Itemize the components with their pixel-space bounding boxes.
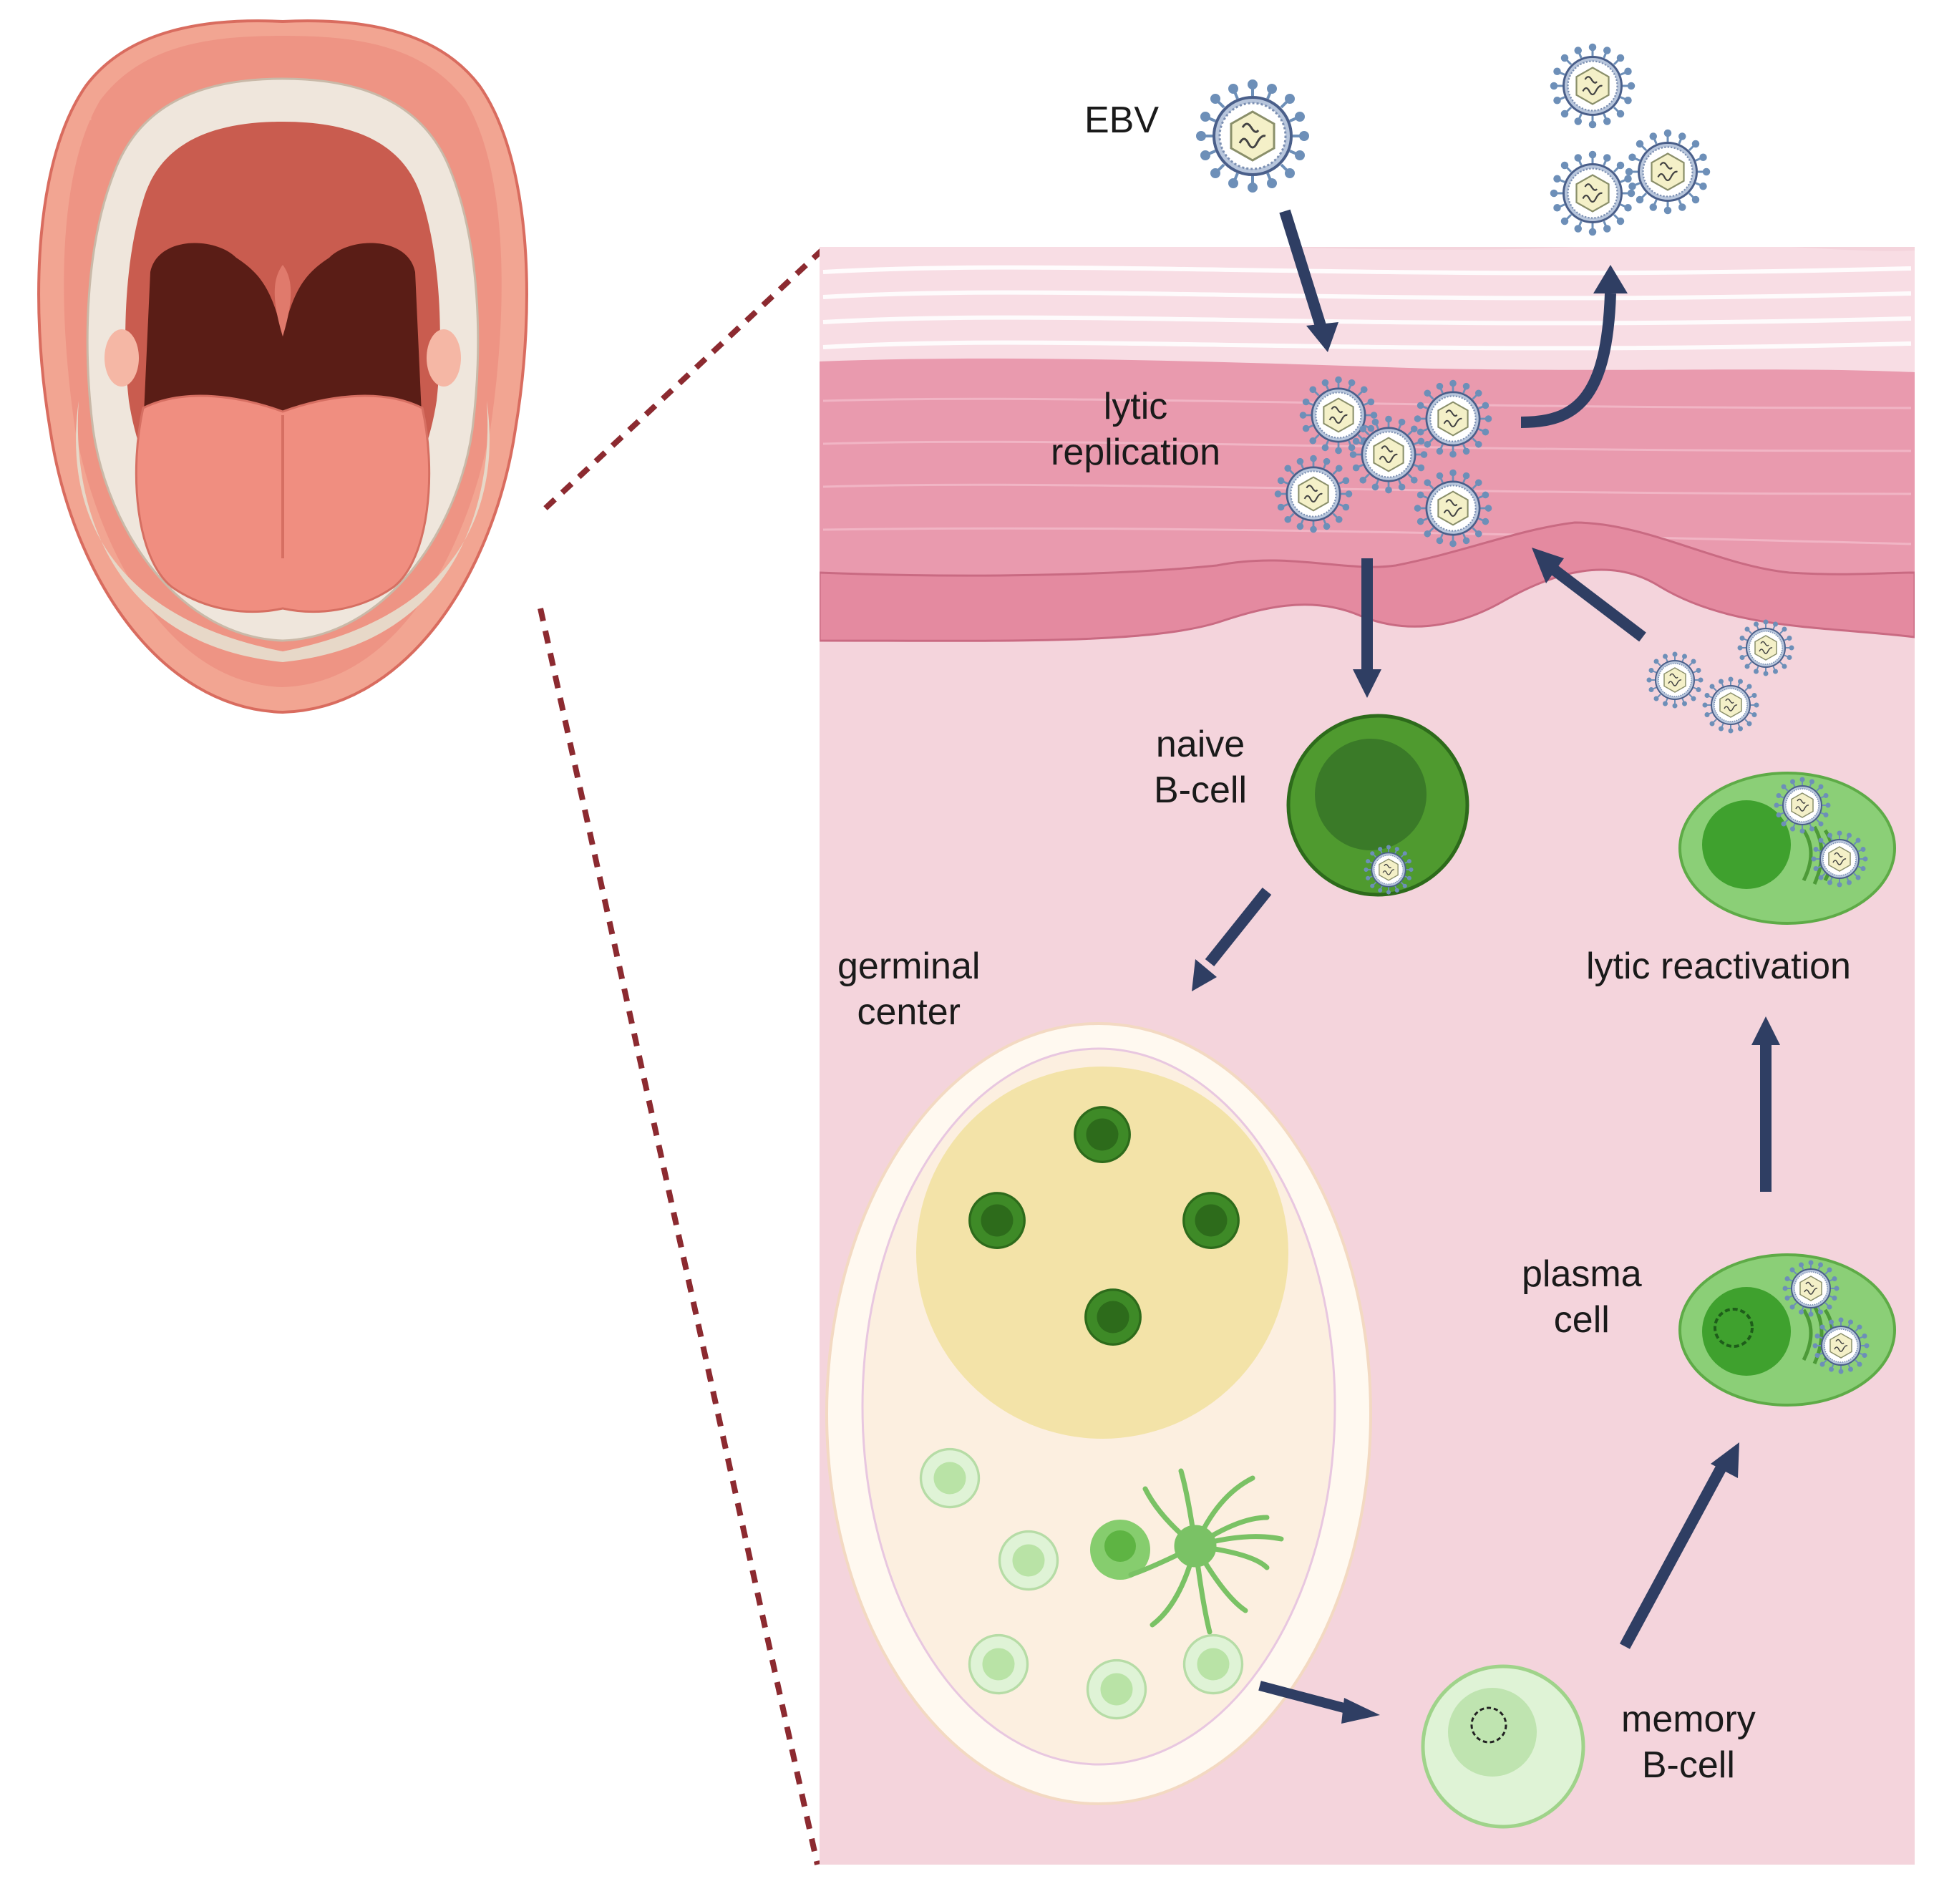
plasma-virion-icon: [1782, 1260, 1840, 1317]
reactivation-virion-icon: [1774, 777, 1831, 834]
naive-b-cell: [1286, 714, 1469, 897]
naive-b-cell-label: naive B-cell: [1154, 722, 1247, 813]
lytic-reactivation-cell: [1678, 772, 1896, 925]
germinal-b-cell-icon: [968, 1192, 1026, 1249]
flow-arrows: [1192, 209, 1780, 1724]
arrow-memory-to-plasma: [1619, 1442, 1739, 1649]
free-virions: [1196, 43, 1711, 236]
memory-b-cell-line-1: memory: [1621, 1699, 1756, 1740]
replicating-virion-icon: [1414, 379, 1492, 458]
plasma-virion-icon: [1812, 1317, 1870, 1374]
light-b-cell-icon: [1182, 1633, 1244, 1695]
released-virion-icon: [1625, 129, 1711, 215]
light-b-cell-icon: [1086, 1658, 1147, 1720]
reinfecting-virion-icon: [1646, 651, 1704, 709]
arrow-epithelium-to-naive-bcell: [1353, 558, 1381, 698]
lytic-replication-line-2: replication: [1051, 432, 1221, 473]
memory-b-cell: [1421, 1664, 1585, 1829]
replicating-virion-icon: [1414, 469, 1492, 548]
light-b-cell-icon: [998, 1530, 1059, 1591]
naive-b-cell-line-1: naive: [1155, 724, 1245, 765]
open-mouth-illustration: [37, 19, 528, 714]
released-virion-icon: [1550, 150, 1636, 236]
germinal-center: [825, 1022, 1372, 1805]
arrow-naive-to-germinal: [1192, 888, 1272, 991]
ebv-virion-icon: [1196, 79, 1309, 193]
ebv-label: EBV: [1084, 99, 1160, 141]
memory-b-cell-line-2: B-cell: [1641, 1744, 1735, 1786]
arrow-plasma-to-reactivation: [1751, 1016, 1780, 1192]
germinal-center-line-2: center: [857, 991, 961, 1033]
plasma-cell: [1678, 1253, 1896, 1407]
arrow-germinal-to-memory: [1258, 1681, 1380, 1724]
lytic-replication-label: lytic replication: [1051, 384, 1220, 475]
reinfecting-virion-icon: [1737, 619, 1794, 676]
lytic-reactivation-label: lytic reactivation: [1586, 946, 1851, 987]
released-virion-icon: [1550, 43, 1636, 129]
plasma-cell-line-1: plasma: [1522, 1253, 1642, 1295]
light-b-cell-icon: [968, 1633, 1029, 1695]
latent-virion-icon: [1364, 845, 1414, 895]
arrow-ebv-to-epithelium: [1279, 209, 1338, 352]
plasma-cell-line-2: cell: [1553, 1299, 1610, 1341]
germinal-b-cell-icon: [1074, 1106, 1131, 1163]
zoom-line-bottom: [538, 608, 820, 1865]
germinal-b-cell-icon: [1182, 1192, 1240, 1249]
germinal-center-line-1: germinal: [837, 946, 981, 987]
replicating-virion-icon: [1274, 455, 1353, 533]
germinal-b-cell-icon: [1084, 1288, 1142, 1346]
lytic-replication-line-1: lytic: [1103, 386, 1168, 427]
naive-b-cell-line-2: B-cell: [1154, 769, 1248, 811]
reactivation-virion-icon: [1811, 830, 1868, 888]
plasma-cell-label: plasma cell: [1522, 1251, 1642, 1343]
replicating-virion-icon: [1349, 415, 1428, 494]
arrow-release-virions: [1520, 265, 1628, 428]
memory-b-cell-label: memory B-cell: [1621, 1696, 1756, 1788]
germinal-center-label: germinal center: [837, 943, 980, 1035]
reinfecting-virion-icon: [1702, 676, 1759, 734]
zoom-line-top: [543, 247, 825, 510]
arrow-reinfect-epithelium: [1532, 548, 1646, 642]
dendritic-cell-icon: [1128, 1468, 1284, 1635]
light-b-cell-icon: [919, 1447, 981, 1509]
